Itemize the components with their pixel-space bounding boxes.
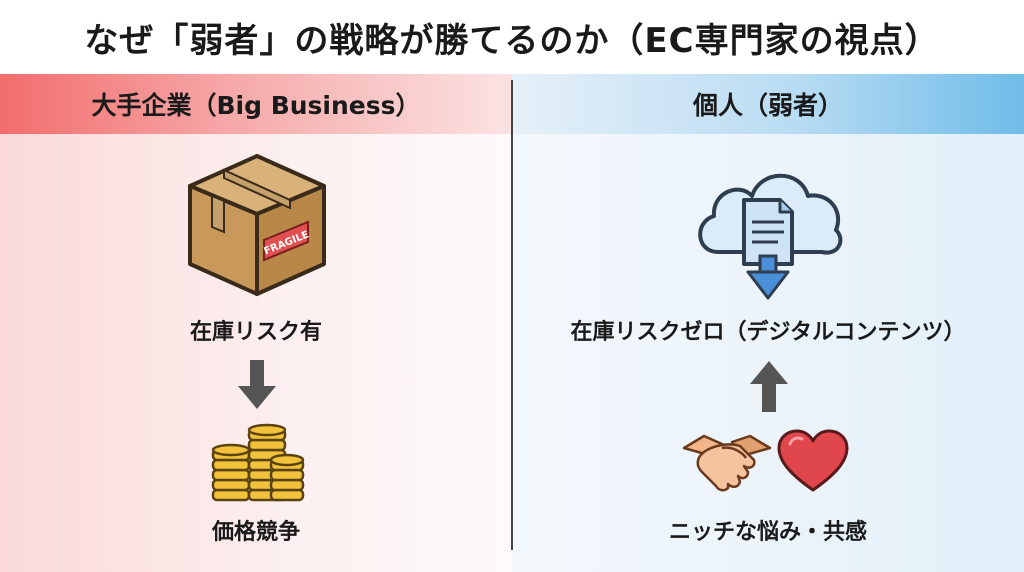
page-title: なぜ「弱者」の戦略が勝てるのか（EC専門家の視点） — [84, 20, 940, 61]
left-top-label: 在庫リスク有 — [189, 320, 322, 345]
down-arrow-icon — [236, 360, 278, 410]
up-arrow-icon — [748, 360, 790, 412]
right-header: 個人（弱者） — [512, 74, 1024, 134]
heart-icon — [776, 428, 850, 494]
right-bottom-label: ニッチな悩み・共感 — [668, 520, 867, 545]
coin-stacks-icon — [209, 420, 305, 504]
cloud-document-download-icon — [688, 152, 848, 302]
handshake-icon — [682, 426, 772, 496]
left-header: 大手企業（Big Business） — [0, 74, 512, 134]
right-top-label: 在庫リスクゼロ（デジタルコンテンツ） — [570, 320, 966, 345]
left-bottom-label: 価格競争 — [211, 520, 300, 545]
right-header-label: 個人（弱者） — [692, 91, 843, 120]
left-header-label: 大手企業（Big Business） — [91, 91, 421, 120]
center-divider — [511, 80, 513, 550]
cardboard-box-icon: FRAGILE — [184, 150, 330, 300]
